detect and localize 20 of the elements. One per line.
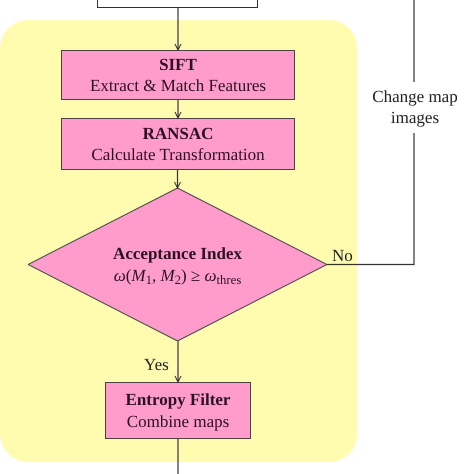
node-title: Entropy Filter [126,389,230,410]
node-title: SIFT [159,54,197,75]
decision-diamond [28,188,327,341]
arrow [174,100,182,118]
edge-label: No [332,245,353,267]
group-panel [0,20,357,462]
node-text: ω(M$_{1}$, M$_{2}$) ≥ ω$_{thres}$ [114,264,242,286]
edge-label: Yes [144,354,169,376]
process-box [61,50,295,100]
arrow [174,8,182,50]
arrow [174,170,181,188]
process-box [105,382,251,439]
node-title: Acceptance Index [113,243,242,264]
arrow [174,341,182,382]
node-text: Combine maps [126,410,230,432]
node-title: RANSAC [142,122,214,144]
node-text: Calculate Transformation [91,144,265,166]
node-text: Extract & Match Features [90,75,266,96]
process-box [61,118,295,170]
annotation-text: Change map images [370,82,460,132]
